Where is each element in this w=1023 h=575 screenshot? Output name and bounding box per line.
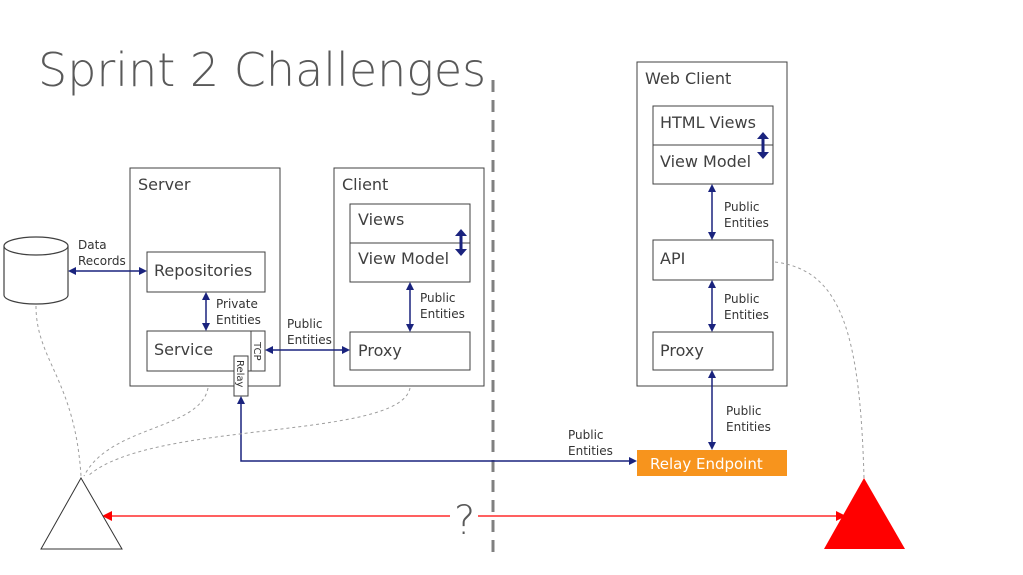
right-triangle	[824, 478, 905, 549]
label-public-service: Public	[287, 317, 323, 331]
label-public-web-bottom: Public	[726, 404, 762, 418]
label-public-client: Public	[420, 291, 456, 305]
relay-endpoint-box	[637, 450, 787, 476]
question-mark: ?	[454, 498, 475, 544]
tcp-label: TCP	[251, 341, 262, 361]
question-mark-backdrop	[450, 492, 478, 540]
label-public-relay-entities: Entities	[568, 444, 613, 458]
client-binding-icon	[455, 229, 467, 256]
label-public-web-mid: Public	[724, 292, 760, 306]
label-public-web-top: Public	[724, 200, 760, 214]
label-records: Records	[78, 254, 126, 268]
server-label: Server	[138, 175, 191, 194]
database-icon	[3, 236, 69, 305]
web-proxy-box	[652, 331, 774, 371]
relay-label: Relay	[234, 360, 245, 388]
label-public-web-bottom-entities: Entities	[726, 420, 771, 434]
web-proxy-label: Proxy	[660, 341, 704, 360]
relay-endpoint-label: Relay Endpoint	[650, 455, 763, 473]
label-public-relay: Public	[568, 428, 604, 442]
label-private-entities: Entities	[216, 313, 261, 327]
repositories-box	[146, 251, 266, 293]
label-public-client-entities: Entities	[420, 307, 465, 321]
client-views-label: Views	[358, 210, 404, 229]
client-view-model-label: View Model	[358, 249, 449, 268]
web-view-model-label: View Model	[660, 152, 751, 171]
label-data: Data	[78, 238, 107, 252]
web-html-views-label: HTML Views	[660, 113, 756, 132]
service-label: Service	[154, 340, 213, 359]
client-proxy-label: Proxy	[358, 341, 402, 360]
web-client-label: Web Client	[645, 69, 731, 88]
dependency-curves	[35, 261, 865, 479]
repositories-label: Repositories	[154, 261, 252, 280]
label-public-web-top-entities: Entities	[724, 216, 769, 230]
label-public-web-mid-entities: Entities	[724, 308, 769, 322]
client-proxy-box	[349, 331, 471, 371]
web-api-label: API	[660, 249, 685, 268]
client-label: Client	[342, 175, 388, 194]
left-triangle	[40, 476, 123, 550]
web-binding-icon	[757, 132, 769, 159]
label-private: Private	[216, 297, 258, 311]
label-public-service-entities: Entities	[287, 333, 332, 347]
arrow-relay-to-relay-endpoint	[237, 396, 637, 465]
page-title: Sprint 2 Challenges	[38, 43, 486, 97]
